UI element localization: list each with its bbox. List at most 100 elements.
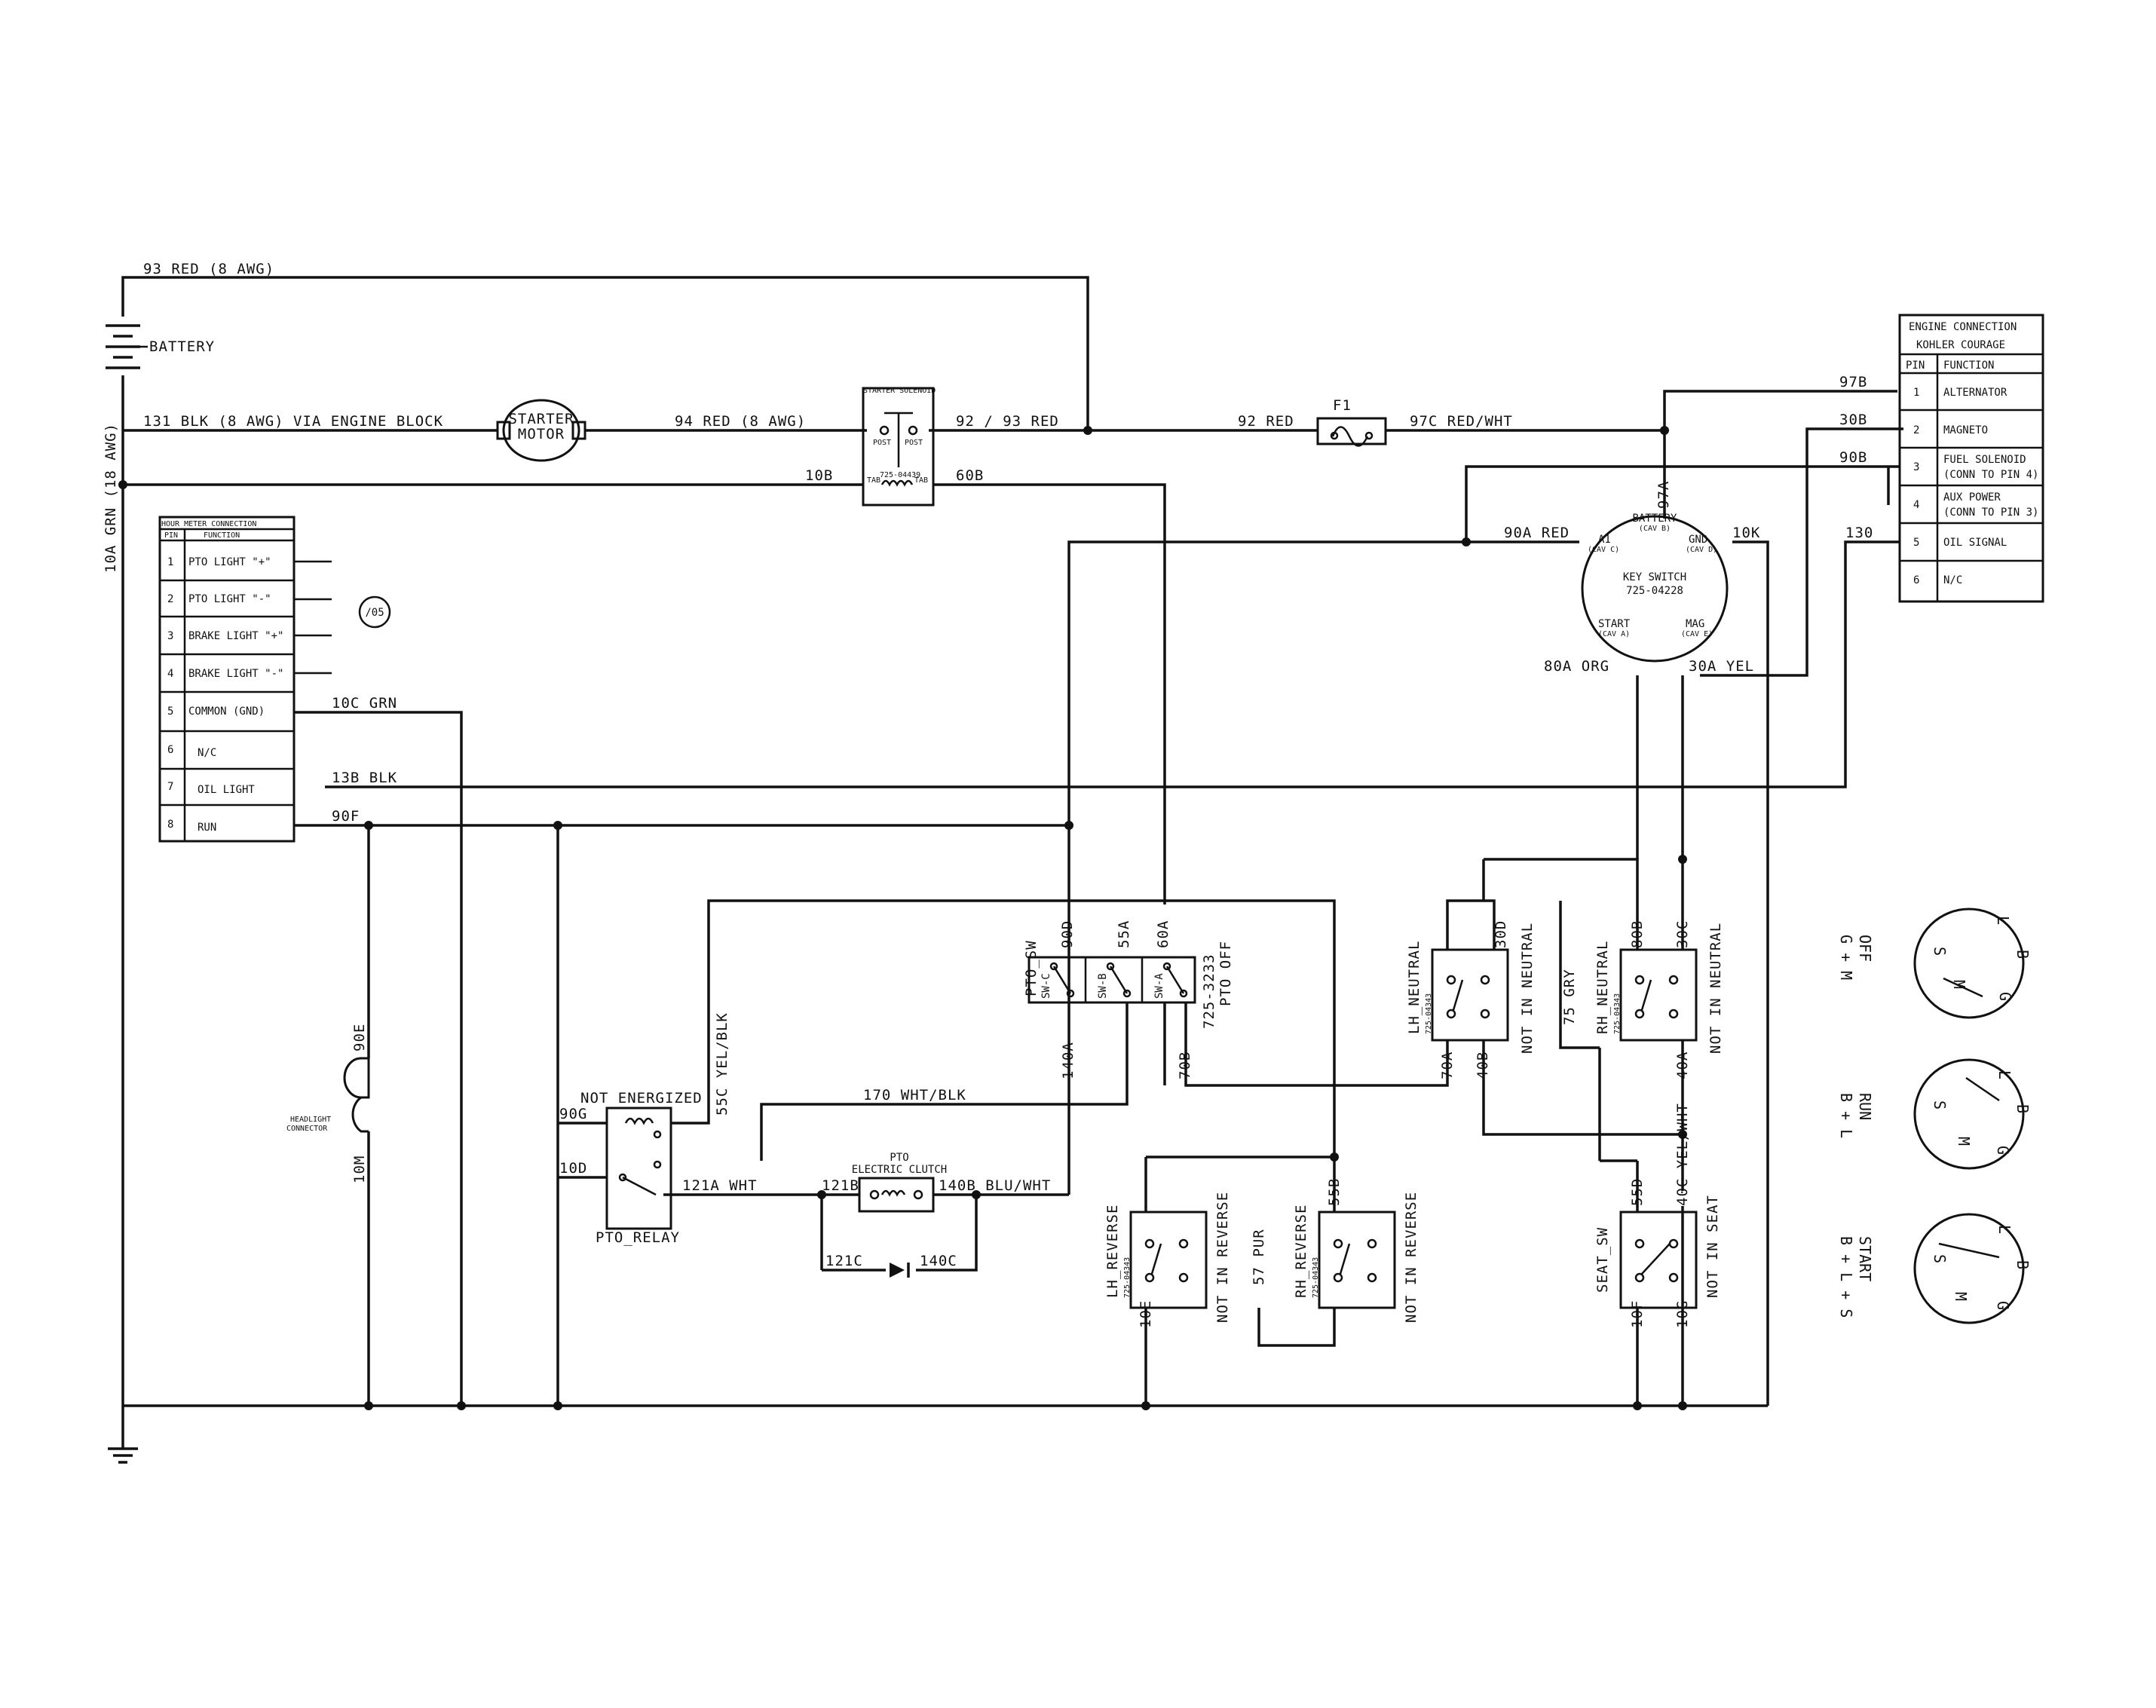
wire-30b: 30B [1839, 412, 1867, 428]
engine-pin-6: 6 [1913, 574, 1919, 586]
hour-fn-6: N/C [198, 747, 216, 759]
wire-30a: 30A YEL [1689, 658, 1754, 675]
lh-neutral-switch [1431, 948, 1509, 1042]
hour-fn-4: BRAKE LIGHT "-" [188, 668, 283, 680]
clutch-label-1: PTO [890, 1152, 908, 1164]
engine-col-function: FUNCTION [1943, 360, 1994, 372]
svg-text:M: M [1955, 1137, 1973, 1146]
engine-fn-2: MAGNETO [1943, 424, 1988, 436]
wire-57: 57 PUR [1251, 1229, 1267, 1285]
rh-neutral-pn: 725-04343 [1613, 993, 1622, 1034]
dial-letters: L B G M S L B G M S L B G M S [1931, 916, 2032, 1310]
key-switch [1581, 515, 1729, 663]
pos-run-conn: B + L [1837, 1093, 1855, 1138]
pto-relay [605, 1107, 672, 1230]
wire-130: 130 [1845, 525, 1873, 541]
ks-a1: A1 [1598, 534, 1611, 546]
hour-fn-3: BRAKE LIGHT "+" [188, 630, 283, 642]
wire-55b: 55B [1326, 1178, 1343, 1206]
headlight-label-1: HEADLIGHT [290, 1116, 331, 1124]
engine-pin-3: 3 [1913, 461, 1919, 473]
rh-reverse-label: RH_REVERSE [1293, 1204, 1309, 1298]
ks-name: KEY SWITCH [1623, 571, 1686, 583]
hour-pin-2: 2 [167, 593, 173, 605]
pto-off: PTO OFF [1217, 941, 1234, 1006]
svg-text:S: S [1931, 1100, 1949, 1110]
ks-gnd: GND [1689, 534, 1707, 546]
wire-30c: 30C [1674, 920, 1691, 948]
rh-reverse-pn: 725-04343 [1312, 1257, 1320, 1298]
wire-121b: 121B [822, 1177, 859, 1194]
starter-motor [496, 399, 586, 462]
wire-55a: 55A [1116, 920, 1132, 948]
wire-90g: 90G [559, 1106, 587, 1122]
tab-b: TAB [914, 476, 928, 485]
wire-140b: 140B BLU/WHT [939, 1177, 1051, 1194]
fuse-f1 [1316, 417, 1387, 447]
clutch-label-2: ELECTRIC CLUTCH [852, 1164, 947, 1176]
lh-reverse-pn: 725-04343 [1123, 1257, 1132, 1298]
rh-not-in-reverse: NOT IN REVERSE [1403, 1192, 1419, 1323]
wire-90a: 90A RED [1504, 525, 1570, 541]
hour-col-function: FUNCTION [204, 531, 240, 540]
svg-text:G: G [1994, 1146, 2012, 1155]
wire-93: 93 RED (8 AWG) [143, 261, 274, 277]
wire-10m: 10M [351, 1156, 368, 1183]
pos-start-conn: B + L + S [1837, 1236, 1855, 1318]
diode-icon [890, 1263, 910, 1278]
engine-fn-6: N/C [1943, 574, 1962, 586]
svg-text:M: M [1950, 980, 1968, 989]
lh-not-in-reverse: NOT IN REVERSE [1214, 1192, 1231, 1323]
hour-fn-8: RUN [198, 822, 216, 834]
seat-switch [1619, 1211, 1698, 1309]
wire-92-93: 92 / 93 RED [956, 413, 1059, 430]
solenoid-pn: 725-04439 [880, 471, 920, 479]
position-legend: OFF G + M RUN B + L START B + L + S [1837, 908, 2025, 1324]
ks-cav-b: (CAV B) [1639, 525, 1671, 533]
vertical-labels: 10A GRN (18 AWG) 97A 90E 10M 55C YEL/BLK… [103, 423, 1724, 1328]
svg-text:B: B [2014, 950, 2032, 959]
pto-sw-c: SW-C [1040, 973, 1052, 999]
ks-start: START [1598, 618, 1631, 630]
hour-pin-3: 3 [167, 630, 173, 642]
svg-text:M: M [1952, 1292, 1970, 1301]
wire-90d: 90D [1059, 920, 1076, 948]
wire-131: 131 BLK (8 AWG) VIA ENGINE BLOCK [143, 413, 443, 430]
ks-battery: BATTERY [1632, 513, 1677, 525]
engine-fn-3: FUEL SOLENOID [1943, 454, 2026, 466]
svg-text:S: S [1931, 947, 1949, 956]
headlight-connector [343, 1057, 370, 1133]
wire-55c: 55C YEL/BLK [714, 1012, 730, 1116]
wire-97c: 97C RED/WHT [1410, 413, 1513, 430]
wire-40b: 40B [1475, 1051, 1491, 1079]
wire-10f: 10F [1629, 1300, 1646, 1328]
ks-cav-e: (CAV E) [1681, 630, 1713, 638]
engine-pin-2: 2 [1913, 424, 1919, 436]
ks-cav-a: (CAV A) [1598, 630, 1630, 638]
lh-not-in-neutral: NOT IN NEUTRAL [1519, 923, 1536, 1054]
engine-fn-4b: (CONN TO PIN 3) [1943, 507, 2038, 519]
wire-70b: 70B [1177, 1051, 1193, 1079]
wire-80b: 80B [1629, 920, 1646, 948]
pto-sw-a: SW-A [1153, 973, 1165, 999]
starter-solenoid [862, 387, 935, 507]
not-in-seat: NOT IN SEAT [1704, 1195, 1721, 1298]
svg-text:L: L [1995, 1070, 2014, 1079]
wire-40a: 40A [1674, 1051, 1691, 1079]
ks-part: 725-04228 [1626, 585, 1683, 597]
wire-55d: 55D [1629, 1178, 1646, 1206]
engine-fn-3b: (CONN TO PIN 4) [1943, 469, 2038, 481]
headlight-label-2: CONNECTOR [286, 1125, 328, 1133]
hour-pin-8: 8 [167, 819, 173, 831]
rh-not-in-neutral: NOT IN NEUTRAL [1707, 923, 1724, 1054]
wire-90f: 90F [332, 808, 360, 825]
wire-13b: 13B BLK [332, 770, 397, 786]
hour-fn-2: PTO LIGHT "-" [188, 593, 271, 605]
svg-text:G: G [1994, 1301, 2012, 1310]
engine-pin-1: 1 [1913, 387, 1919, 399]
rh-neutral-label: RH_NEUTRAL [1594, 941, 1611, 1034]
relay-name: PTO_RELAY [596, 1229, 680, 1246]
wire-30d: 30D [1493, 920, 1509, 948]
lh-reverse-label: LH_REVERSE [1104, 1204, 1121, 1298]
ks-mag: MAG [1686, 618, 1704, 630]
